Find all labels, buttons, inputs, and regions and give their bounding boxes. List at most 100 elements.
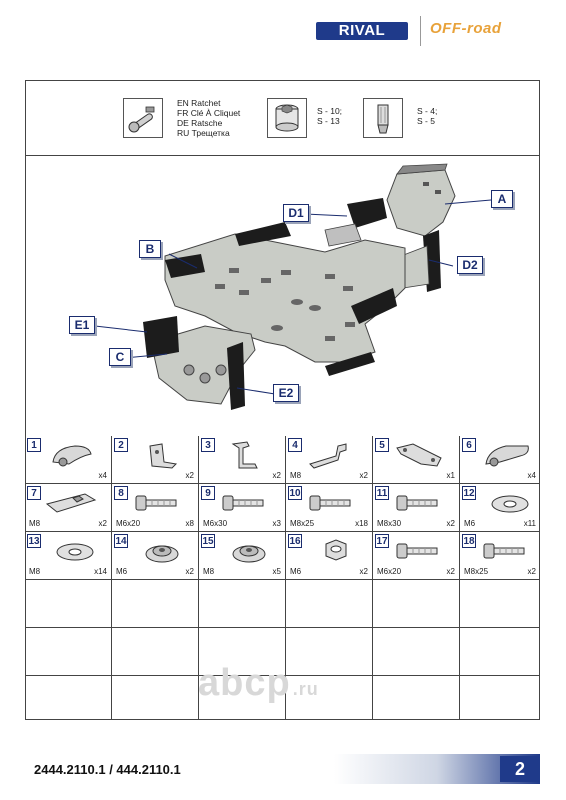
part-size: M6: [464, 519, 476, 528]
hex-sizes: S - 4; S - 5: [417, 106, 437, 126]
rival-logo-text: RIVAL: [338, 22, 386, 39]
nut-plate-icon: [45, 488, 105, 523]
ratchet-icon: [123, 98, 163, 138]
part-size: M8: [203, 567, 215, 576]
bolt-icon: [219, 488, 279, 523]
part-number: 1: [27, 438, 41, 452]
washer-icon: [45, 536, 105, 571]
part-number: 18: [462, 534, 476, 548]
empty-cell: [112, 628, 199, 676]
hex-key-icon: [363, 98, 403, 138]
part-size: M8: [290, 471, 302, 480]
empty-cell: [25, 580, 112, 628]
part-quantity: x2: [446, 567, 455, 576]
part-cell: 2 x2: [112, 436, 199, 484]
empty-cell: [286, 628, 373, 676]
part-number: 8: [114, 486, 128, 500]
ratchet-label: EN Ratchet FR Clé À Cliquet DE Ratsche R…: [177, 98, 240, 138]
part-size: M6: [290, 567, 302, 576]
watermark: abcp .ru: [198, 662, 319, 705]
part-number: 12: [462, 486, 476, 500]
part-quantity: x2: [359, 471, 368, 480]
bolt-icon: [393, 488, 453, 523]
part-cell: 1 x4: [25, 436, 112, 484]
part-number: 5: [375, 438, 389, 452]
part-quantity: x2: [446, 519, 455, 528]
ratchet-de: DE Ratsche: [177, 118, 223, 128]
part-number: 6: [462, 438, 476, 452]
page-number: 2: [500, 756, 540, 782]
part-quantity: x4: [98, 471, 107, 480]
part-number: 3: [201, 438, 215, 452]
empty-cell: [25, 676, 112, 720]
part-quantity: x2: [98, 519, 107, 528]
lever-icon: [480, 440, 540, 475]
empty-cell: [286, 580, 373, 628]
part-number: 17: [375, 534, 389, 548]
hex-size-2: S - 5: [417, 116, 435, 126]
part-cell: 6 x4: [460, 436, 540, 484]
ratchet-ru: RU Трещетка: [177, 128, 230, 138]
empty-cell: [460, 628, 540, 676]
dome-washer-icon: [219, 536, 279, 571]
empty-cell: [199, 676, 286, 720]
bolt-icon: [393, 536, 453, 571]
empty-cell: [286, 676, 373, 720]
tools-row: EN Ratchet FR Clé À Cliquet DE Ratsche R…: [25, 80, 540, 156]
part-quantity: x14: [94, 567, 107, 576]
hex-nut-icon: [306, 536, 366, 571]
dome-washer-icon: [132, 536, 192, 571]
empty-cell: [460, 676, 540, 720]
skid-plate-diagram: A B C D1 D2 E1 E2: [25, 156, 540, 436]
watermark-main: abcp: [198, 662, 291, 704]
part-quantity: x8: [185, 519, 194, 528]
flat-plate-icon: [393, 440, 453, 475]
part-quantity: x5: [272, 567, 281, 576]
logo-divider: [420, 16, 421, 46]
part-quantity: x1: [446, 471, 455, 480]
empty-cell: [199, 580, 286, 628]
bracket-icon: [132, 440, 192, 475]
part-cell: 5 x1: [373, 436, 460, 484]
bolt-icon: [132, 488, 192, 523]
socket-sizes: S - 10; S - 13: [317, 106, 342, 126]
long-bracket-icon: [306, 440, 366, 475]
part-quantity: x4: [527, 471, 536, 480]
callout-a: A: [491, 190, 513, 208]
part-size: M8x25: [464, 567, 489, 576]
part-cell: 3 x2: [199, 436, 286, 484]
part-quantity: x2: [527, 567, 536, 576]
part-size: M8: [29, 567, 41, 576]
part-size: M8x30: [377, 519, 402, 528]
empty-cell: [460, 580, 540, 628]
washer-icon: [480, 488, 540, 523]
part-number: 14: [114, 534, 128, 548]
part-quantity: x2: [359, 567, 368, 576]
part-number: 15: [201, 534, 215, 548]
part-number: 2: [114, 438, 128, 452]
part-quantity: x11: [523, 519, 536, 528]
instruction-frame: [25, 80, 540, 720]
part-quantity: x2: [272, 471, 281, 480]
part-number: 16: [288, 534, 302, 548]
part-size: M6: [116, 567, 128, 576]
part-size: M8x25: [290, 519, 315, 528]
callout-e1: E1: [69, 316, 95, 334]
wing-nut-icon: [45, 440, 105, 475]
callout-b: B: [139, 240, 161, 258]
part-size: M6x20: [116, 519, 141, 528]
part-number: 7: [27, 486, 41, 500]
part-size: M8: [29, 519, 41, 528]
empty-cell: [373, 580, 460, 628]
part-quantity: x2: [185, 471, 194, 480]
